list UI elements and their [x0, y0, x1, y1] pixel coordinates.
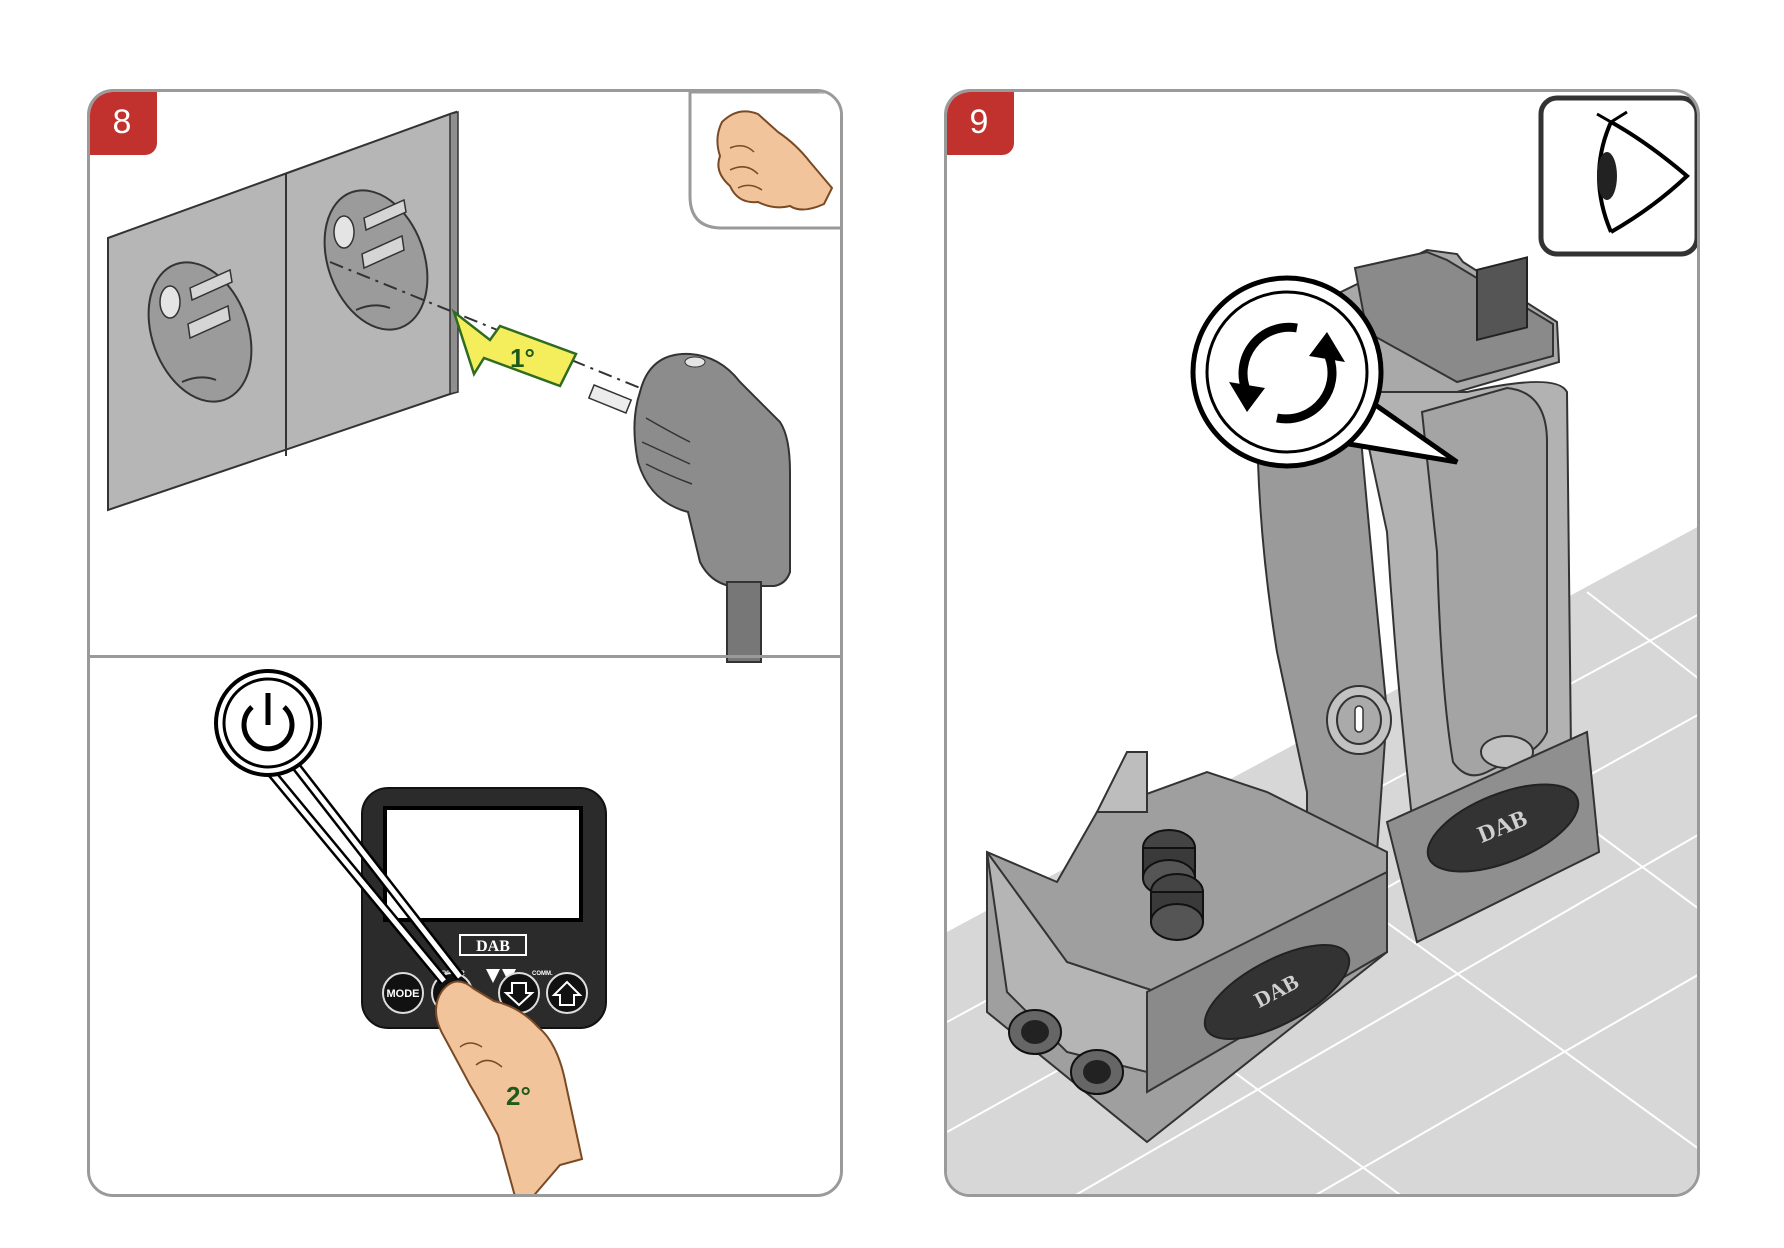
up-button[interactable] [546, 972, 588, 1014]
eye-icon-box [1538, 95, 1697, 257]
step-8-panel: 8 1° [87, 89, 843, 1197]
step-number-badge: 9 [947, 92, 1014, 155]
panel-divider [90, 655, 840, 658]
arrow-down-icon [503, 982, 535, 1007]
hand-fist-icon [716, 110, 834, 211]
power-callout [214, 669, 464, 985]
socket-left [147, 261, 253, 403]
step-number-badge: 8 [90, 92, 157, 155]
plug-order-label: 1° [510, 343, 535, 373]
down-button[interactable] [498, 972, 540, 1014]
display-brand-logo: DAB [476, 938, 510, 955]
mode-button-label: MODE [387, 988, 420, 1000]
insert-arrow: 1° [451, 308, 578, 388]
socket-right [323, 189, 429, 331]
press-order-label: 2° [506, 1081, 531, 1111]
display-screen [383, 806, 583, 922]
brand-plate-front [1426, 783, 1580, 873]
pressing-hand: 2° [435, 980, 584, 1194]
power-icon [241, 693, 295, 752]
display-illustration: DAB POWER COMM. MODE [214, 669, 607, 1194]
power-plug [587, 352, 791, 663]
rotate-callout [1190, 275, 1459, 469]
brand-plate-side [1203, 944, 1351, 1040]
comm-label: COMM. [532, 971, 553, 977]
arrow-up-icon [551, 980, 583, 1006]
rotate-arrows-icon [1229, 322, 1345, 424]
mode-button[interactable]: MODE [382, 972, 424, 1014]
socket-illustration: 1° [107, 92, 840, 663]
step-9-panel: 9 [944, 89, 1700, 1197]
pump-illustration: DAB DAB [947, 95, 1697, 1194]
eye-icon [1596, 110, 1690, 234]
connection-tray: DAB [986, 751, 1388, 1144]
